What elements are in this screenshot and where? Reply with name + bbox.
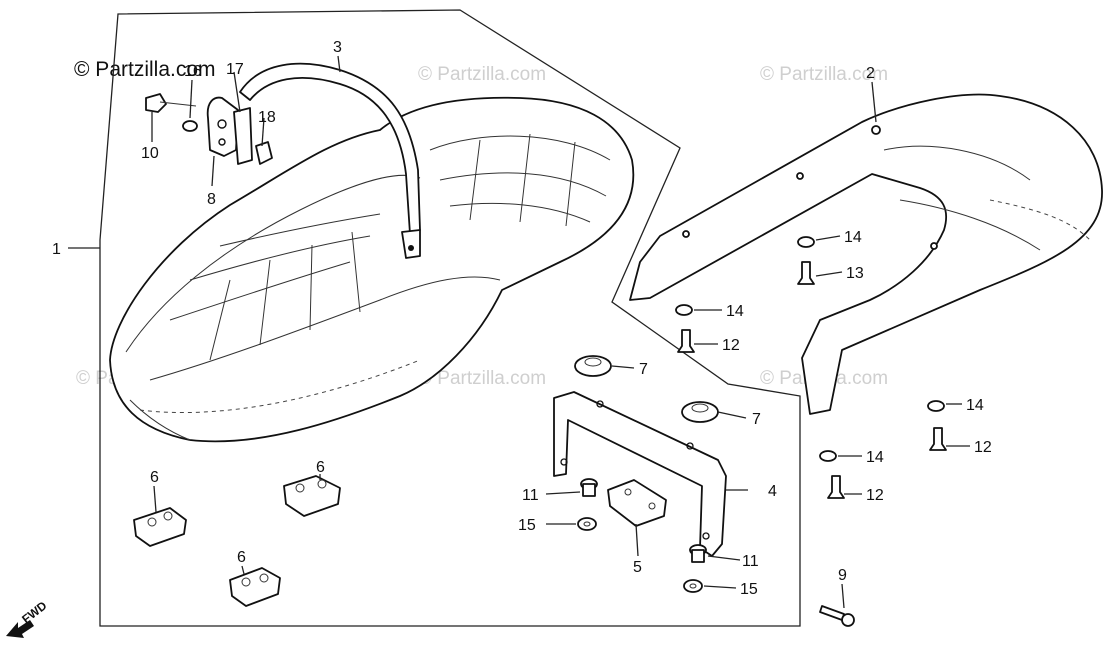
callout-15: 15 [518, 517, 536, 534]
grab-strap [239, 62, 421, 259]
callout-15: 15 [740, 581, 758, 598]
callout-16: 16 [184, 63, 202, 80]
fwd-indicator: FWD [6, 598, 50, 638]
watermark: © Partzilla.com [418, 368, 546, 389]
seat [109, 96, 635, 443]
watermark: © Partzilla.com [760, 64, 888, 85]
fwd-label: FWD [19, 598, 49, 626]
callout-6: 6 [150, 469, 159, 486]
rubber-blocks [133, 475, 667, 607]
fasteners [577, 236, 947, 627]
tail-cowl [629, 93, 1103, 415]
callout-6: 6 [316, 459, 325, 476]
callout-12: 12 [974, 439, 992, 456]
brand-text: © Partzilla.com [74, 58, 216, 81]
callout-14: 14 [966, 397, 984, 414]
callout-7: 7 [639, 361, 648, 378]
latch-parts [145, 93, 273, 165]
callout-13: 13 [846, 265, 864, 282]
callout-3: 3 [333, 39, 342, 56]
callout-10: 10 [141, 145, 159, 162]
callout-9: 9 [838, 567, 847, 584]
callout-7: 7 [752, 411, 761, 428]
callout-14: 14 [726, 303, 744, 320]
callout-4: 4 [768, 483, 777, 500]
callout-12: 12 [866, 487, 884, 504]
callout-12: 12 [722, 337, 740, 354]
callout-8: 8 [207, 191, 216, 208]
watermark: © Partzilla.com [418, 64, 546, 85]
callout-11: 11 [522, 487, 539, 504]
callout-2: 2 [866, 65, 875, 82]
callout-17: 17 [226, 61, 244, 78]
callout-18: 18 [258, 109, 276, 126]
callout-1: 1 [52, 241, 61, 258]
leader-lines [68, 55, 970, 609]
callout-numbers: 1 2 3 4 5 6 6 6 7 7 8 9 10 11 11 12 12 1… [52, 39, 992, 598]
callout-14: 14 [866, 449, 884, 466]
callout-5: 5 [633, 559, 642, 576]
assembly-frame [99, 9, 801, 627]
callout-14: 14 [844, 229, 862, 246]
fwd-arrow-icon [6, 620, 34, 638]
callout-11: 11 [742, 553, 759, 570]
callout-6: 6 [237, 549, 246, 566]
